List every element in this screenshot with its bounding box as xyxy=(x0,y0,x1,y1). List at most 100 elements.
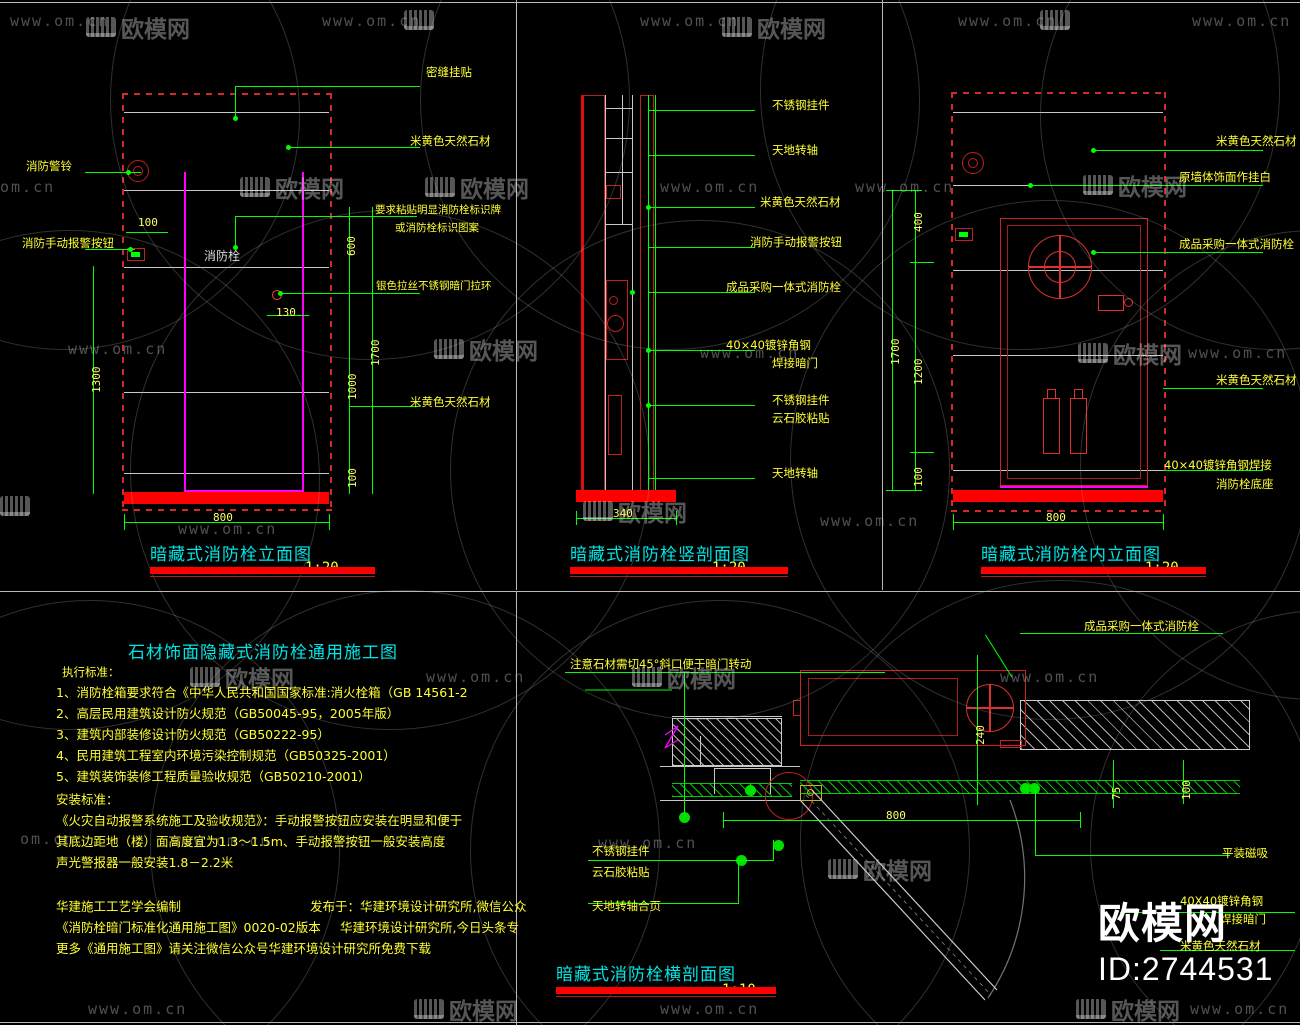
dim-100-top-line xyxy=(126,232,168,233)
vsec-leader-8 xyxy=(648,478,755,479)
watermark-logo: 欧模网 xyxy=(240,170,344,204)
vsec-leader-1 xyxy=(648,110,755,111)
sofa-icon xyxy=(722,17,752,37)
spec-standard-3: 3、建筑内部装修设计防火规范（GB50222-95） xyxy=(56,727,330,742)
hsec-dim-75-line xyxy=(1113,760,1114,808)
vsec-hydrant-box xyxy=(606,280,628,360)
dim-text-1700: 1700 xyxy=(369,339,382,367)
title-inner-underline xyxy=(981,567,1206,574)
watermark-logo: 欧模网 xyxy=(434,332,538,366)
vsec-wall-body xyxy=(583,95,605,495)
vsec-inner-line-3 xyxy=(632,95,633,495)
vsec-bracket-top xyxy=(606,185,621,199)
inner-leader-3 xyxy=(1093,252,1263,253)
label-stone-bottom: 米黄色天然石材 xyxy=(410,395,491,409)
watermark-logo xyxy=(404,10,434,30)
hsec-guide-bottom xyxy=(660,800,810,801)
hsec-dim-text-240: 240 xyxy=(974,725,987,745)
leader-dot-1 xyxy=(233,116,238,121)
leader-stone-2 xyxy=(349,406,420,407)
spec-standard-2: 2、高层民用建筑设计防火规范（GB50045-95，2005年版） xyxy=(56,706,400,721)
sofa-icon xyxy=(240,177,270,197)
watermark-logo: 欧模网 xyxy=(722,10,826,44)
inner-label-angle-steel: 40×40镀锌角钢焊接 xyxy=(1164,458,1272,472)
panel-divider-vertical-1 xyxy=(516,0,517,590)
elevation-door-bottom xyxy=(184,490,304,492)
leader-sign-h xyxy=(235,216,417,217)
panel-divider-horizontal xyxy=(0,591,1300,592)
inner-dot-3 xyxy=(1091,250,1096,255)
hsec-label-hanger: 不锈钢挂件 xyxy=(592,844,650,858)
inner-dim-800-line xyxy=(953,522,1163,523)
inner-dim-tick-a xyxy=(886,190,922,191)
title-elevation-underline xyxy=(150,567,375,574)
hsec-dim-240-line xyxy=(977,655,978,805)
inner-outline-bottom xyxy=(951,510,1165,512)
inner-manual-alarm-inner xyxy=(959,232,968,237)
label-manual-alarm: 消防手动报警按钮 xyxy=(22,236,114,250)
hsec-leader-angle xyxy=(1120,912,1295,913)
hsec-label-hydrant: 成品采购一体式消防栓 xyxy=(1084,619,1199,633)
hsec-dim-800-tick-r xyxy=(1080,812,1081,828)
vsec-dim-text-340: 340 xyxy=(613,507,633,520)
leader-dot-4 xyxy=(128,247,133,252)
watermark-logo: 欧模网 xyxy=(828,852,932,886)
hsec-wall-hatch-right xyxy=(1020,700,1250,750)
panel-divider-vertical-2 xyxy=(882,0,883,590)
spec-footer-right-1: 发布于：华建环境设计研究所,微信公众 xyxy=(310,899,527,914)
spec-footer-right-2: 华建环境设计研究所,今日头条专 xyxy=(340,920,519,935)
vsec-hydrant-reel xyxy=(607,315,624,332)
extinguisher-2-icon xyxy=(1070,398,1087,454)
vsec-label-alarm-button: 消防手动报警按钮 xyxy=(750,235,842,249)
vsec-leader-7 xyxy=(648,405,755,406)
watermark-url: www.om.cn xyxy=(1190,1000,1290,1018)
elevation-stone-joint-4 xyxy=(124,473,329,474)
hsec-dim-text-75: 75 xyxy=(1110,786,1123,800)
spec-standard-4: 4、民用建筑工程室内环境污染控制规范（GB50325-2001） xyxy=(56,748,396,763)
dim-1000-line xyxy=(349,283,350,494)
hsec-dot-1 xyxy=(679,812,690,823)
inner-dim-text-800: 800 xyxy=(1046,511,1066,524)
title-horizontal-section: 暗藏式消防栓横剖面图 xyxy=(556,965,736,985)
elevation-outline-right xyxy=(330,93,332,511)
hsec-leader-hydrant xyxy=(1020,633,1223,634)
hsec-dim-text-800: 800 xyxy=(886,809,906,822)
dim-1300-line xyxy=(93,266,94,494)
inner-label-stone-top: 米黄色天然石材 xyxy=(1216,134,1297,148)
vsec-label-hanger-bottom: 不锈钢挂件 xyxy=(772,393,830,407)
hsec-leader-note xyxy=(565,672,885,673)
hydrant-valve-icon xyxy=(1098,295,1124,311)
hsec-guide-top xyxy=(672,716,782,717)
hsec-leader-hinge xyxy=(588,903,738,904)
vsec-leader-3 xyxy=(648,207,755,208)
sofa-icon xyxy=(1076,999,1106,1019)
spec-footer-left-2: 《消防栓暗门标准化通用施工图》0020-02版本 xyxy=(56,920,321,935)
vsec-leader-2 xyxy=(648,155,755,156)
title-hsec-underline xyxy=(556,987,776,994)
inner-dim-text-400: 400 xyxy=(912,212,925,232)
watermark-url: www.om.cn xyxy=(660,1000,760,1018)
extinguisher-1-icon xyxy=(1043,398,1060,454)
fire-alarm-bell-inner-icon xyxy=(133,166,143,176)
vsec-label-pivot-bottom: 天地转轴 xyxy=(772,466,818,480)
hsec-leader-hinge-v xyxy=(738,860,739,904)
leader-seamless-paste xyxy=(235,86,236,118)
dim-100-line xyxy=(349,455,350,494)
hsec-dot-5 xyxy=(1020,783,1031,794)
inner-base-magenta xyxy=(1000,486,1148,488)
sofa-icon xyxy=(1040,10,1070,30)
watermark-url: www.om.cn xyxy=(1192,12,1292,30)
dim-text-1300: 1300 xyxy=(90,366,103,394)
watermark-url: www.om.cn xyxy=(958,12,1058,30)
vsec-label-welded-door: 焊接暗门 xyxy=(772,356,818,370)
label-fire-hydrant: 消防栓 xyxy=(204,249,241,263)
label-stone-top: 米黄色天然石材 xyxy=(410,134,491,148)
elevation-stone-top-edge xyxy=(124,112,329,113)
dim-800-tick-right xyxy=(329,514,330,530)
inner-dim-text-1700: 1700 xyxy=(889,338,902,366)
hsec-guide-mid xyxy=(660,766,800,767)
hsec-label-angle-steel: 40X40镀锌角钢 xyxy=(1180,894,1264,908)
leader-dot-5 xyxy=(233,245,238,250)
spec-standard-5: 5、建筑装饰装修工程质量验收规范（GB50210-2001） xyxy=(56,769,371,784)
label-sign-line2: 或消防栓标识图案 xyxy=(395,222,479,234)
